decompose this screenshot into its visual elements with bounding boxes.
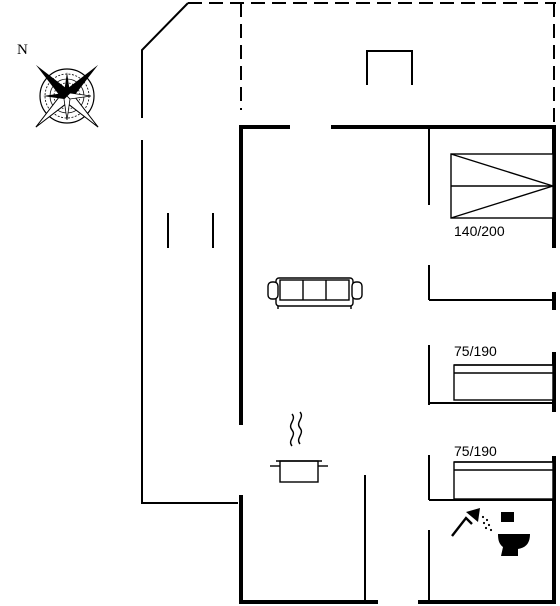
chimney bbox=[366, 50, 413, 85]
terrace-outline bbox=[141, 2, 556, 504]
shower-icon bbox=[451, 508, 493, 537]
single-bed-2-size-label: 75/190 bbox=[454, 443, 497, 459]
compass-rose-icon bbox=[35, 64, 99, 128]
toilet-icon bbox=[498, 512, 530, 556]
double-bed bbox=[450, 153, 554, 219]
sofa-icon bbox=[267, 277, 363, 309]
cooking-pot-icon bbox=[270, 411, 328, 483]
single-bed-1-size-label: 75/190 bbox=[454, 343, 497, 359]
house-walls bbox=[239, 125, 556, 604]
double-bed-size-label: 140/200 bbox=[454, 223, 505, 239]
compass-north-label: N bbox=[17, 42, 28, 58]
single-bed-2 bbox=[453, 461, 554, 500]
single-bed-1 bbox=[453, 364, 554, 401]
